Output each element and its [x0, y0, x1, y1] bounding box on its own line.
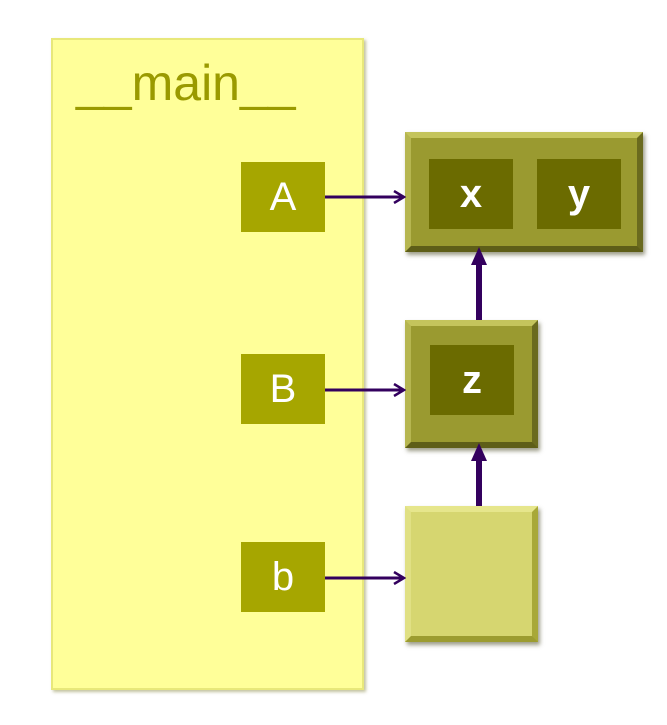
class-a-object: x y — [405, 132, 643, 252]
class-b-object: z — [405, 320, 538, 448]
variable-A: A — [241, 162, 325, 232]
variable-B: B — [241, 354, 325, 424]
attribute-y: y — [537, 159, 621, 229]
instance-object — [405, 506, 538, 642]
frame-label: __main__ — [76, 55, 296, 111]
attribute-z: z — [430, 345, 514, 415]
attribute-x: x — [429, 159, 513, 229]
variable-b: b — [241, 542, 325, 612]
